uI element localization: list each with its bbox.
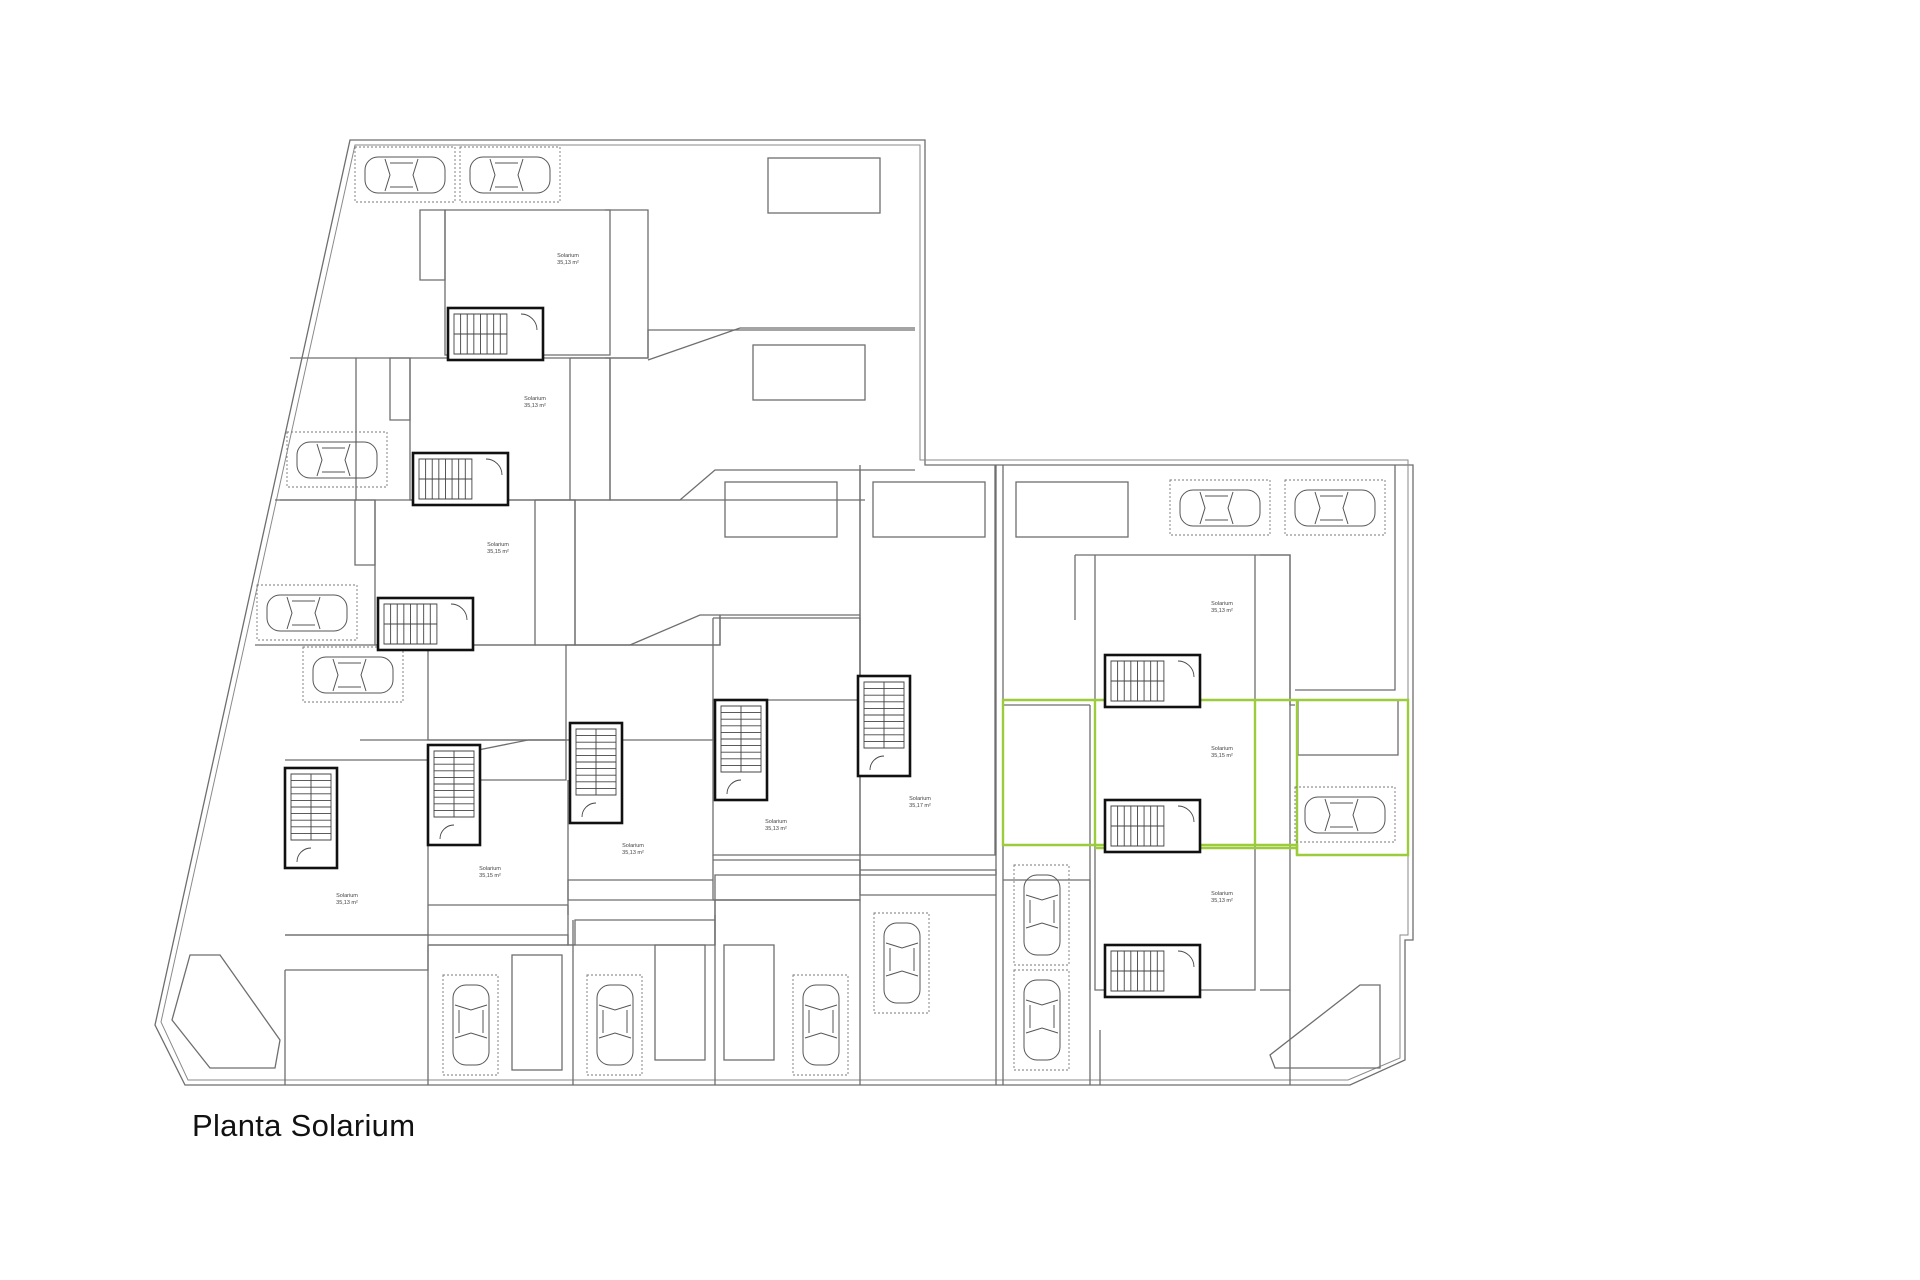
staircase [411,451,510,507]
unit-area: 35,15 m² [479,873,501,879]
unit-name: Solarium [1211,601,1233,607]
unit-area: 35,17 m² [909,803,931,809]
parked-car [1013,969,1070,1071]
stairs [283,306,1202,999]
unit-area: 35,13 m² [336,900,358,906]
staircase [1103,653,1202,709]
pool [511,954,563,1071]
planter-left [171,954,281,1069]
unit-name: Solarium [479,866,501,872]
unit-area: 35,13 m² [622,850,644,856]
parked-car [256,584,358,641]
outer-walls [154,139,1414,1086]
unit-area: 35,13 m² [1211,608,1233,614]
parked-car [442,974,499,1076]
parked-car [1284,479,1386,536]
parked-car [286,431,388,488]
unit-name: Solarium [909,796,931,802]
pool [752,344,866,401]
unit-area: 35,13 m² [524,403,546,409]
unit-name: Solarium [336,893,358,899]
unit-name: Solarium [557,253,579,259]
parked-car [302,646,404,703]
parked-car [792,974,849,1076]
unit-name: Solarium [622,843,644,849]
staircase [856,674,912,778]
pool [723,944,775,1061]
unit-area: 35,13 m² [765,826,787,832]
selected-unit[interactable] [1001,698,1410,857]
parked-car [1294,786,1396,843]
unit-area: 35,15 m² [1211,753,1233,759]
unit-area: 35,13 m² [557,260,579,266]
parking-spaces [256,146,1396,1076]
pool [724,481,838,538]
unit-area: 35,13 m² [1211,898,1233,904]
staircase [1103,943,1202,999]
unit-name: Solarium [1211,746,1233,752]
pool [767,157,881,214]
unit-area: 35,15 m² [487,549,509,555]
unit-name: Solarium [1211,891,1233,897]
unit-name: Solarium [487,542,509,548]
unit-name: Solarium [524,396,546,402]
staircase [713,698,769,802]
pools [511,157,1399,1071]
staircase [426,743,482,847]
staircase [1103,798,1202,854]
parked-car [586,974,643,1076]
unit-name: Solarium [765,819,787,825]
planter-right [1269,984,1381,1069]
staircase [446,306,545,362]
north-wing [255,209,997,1085]
pool [872,481,986,538]
parked-car [1169,479,1271,536]
pool [1297,699,1399,756]
parked-car [1013,864,1070,966]
staircase [376,596,475,652]
pool [654,944,706,1061]
plan-title: Planta Solarium [192,1108,416,1143]
parked-car [459,146,561,203]
parked-car [354,146,456,203]
staircase [283,766,339,870]
pool [1015,481,1129,538]
staircase [568,721,624,825]
parked-car [873,912,930,1014]
